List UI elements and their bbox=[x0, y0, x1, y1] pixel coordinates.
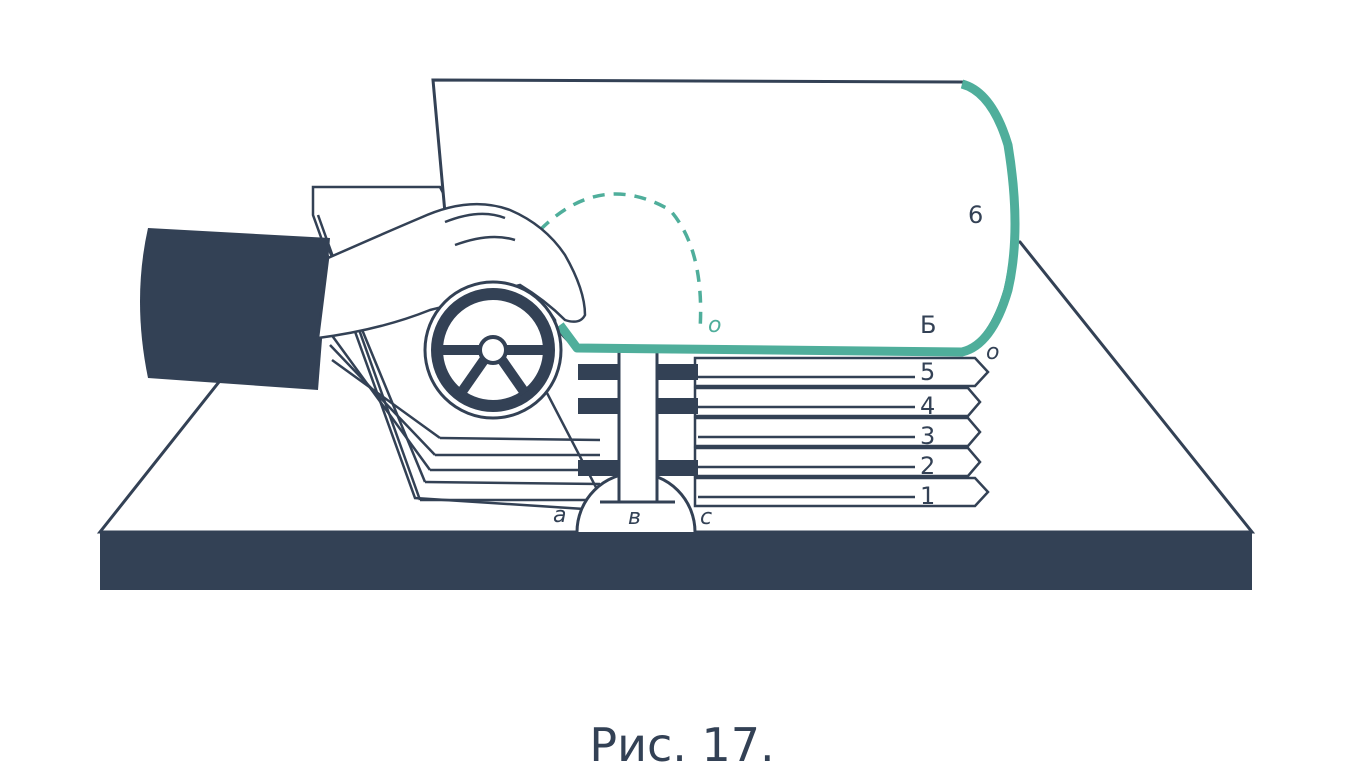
central-post bbox=[575, 348, 697, 533]
figure-caption: Рис. 17. bbox=[589, 718, 775, 772]
label-pivot-outer: o bbox=[986, 340, 999, 365]
label-layer-4: 4 bbox=[920, 392, 935, 420]
label-point-c: с bbox=[700, 505, 712, 530]
right-layers bbox=[693, 356, 990, 508]
label-sheet: 6 bbox=[968, 201, 983, 229]
sleeve bbox=[140, 228, 330, 390]
label-layer-5: 5 bbox=[920, 358, 935, 386]
label-layer-3: 3 bbox=[920, 422, 935, 450]
label-pivot-inner: o bbox=[708, 313, 721, 338]
wheel-icon bbox=[423, 280, 563, 420]
label-layer-2: 2 bbox=[920, 452, 935, 480]
spacer-blocks bbox=[578, 364, 698, 476]
label-layer-1: 1 bbox=[920, 482, 935, 510]
label-fold-edge: Б bbox=[920, 311, 936, 339]
label-point-a: a bbox=[553, 503, 566, 528]
label-point-b: в bbox=[628, 505, 641, 530]
